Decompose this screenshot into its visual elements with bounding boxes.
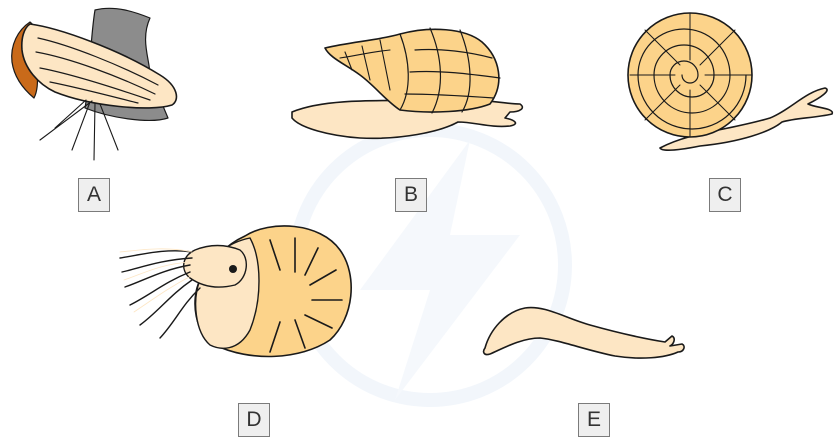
nautilus-icon	[120, 226, 351, 357]
label-a: A	[78, 178, 110, 212]
label-b: B	[395, 178, 427, 212]
whelk-icon	[292, 28, 522, 138]
label-e: E	[578, 403, 610, 437]
mussel-icon	[12, 8, 177, 160]
label-d: D	[238, 403, 270, 437]
snail-icon	[628, 13, 832, 150]
slug-icon	[484, 308, 684, 359]
label-c: C	[709, 178, 741, 212]
